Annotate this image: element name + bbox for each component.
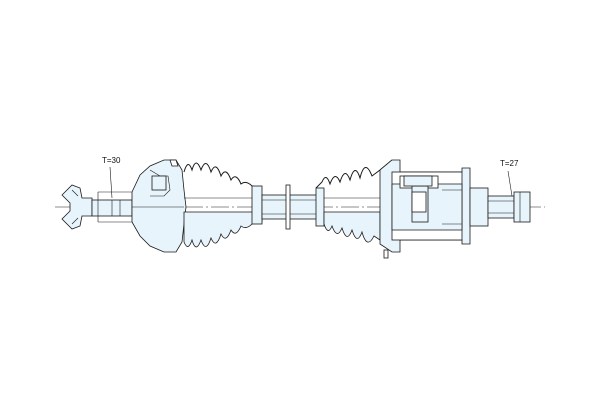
outer-cv-housing [131,159,187,253]
left-spline-stub [91,191,133,223]
inner-joint-housing [379,159,471,259]
right-spline-label: T=27 [500,159,519,168]
hub-flange [61,184,93,230]
left-leader-line [109,166,113,199]
right-leader-line [507,170,513,197]
intermediate-shaft [261,184,319,230]
inner-boot [315,159,393,243]
outer-boot [183,162,263,248]
right-stub-shaft [469,187,531,227]
left-spline-label: T=30 [102,156,121,165]
